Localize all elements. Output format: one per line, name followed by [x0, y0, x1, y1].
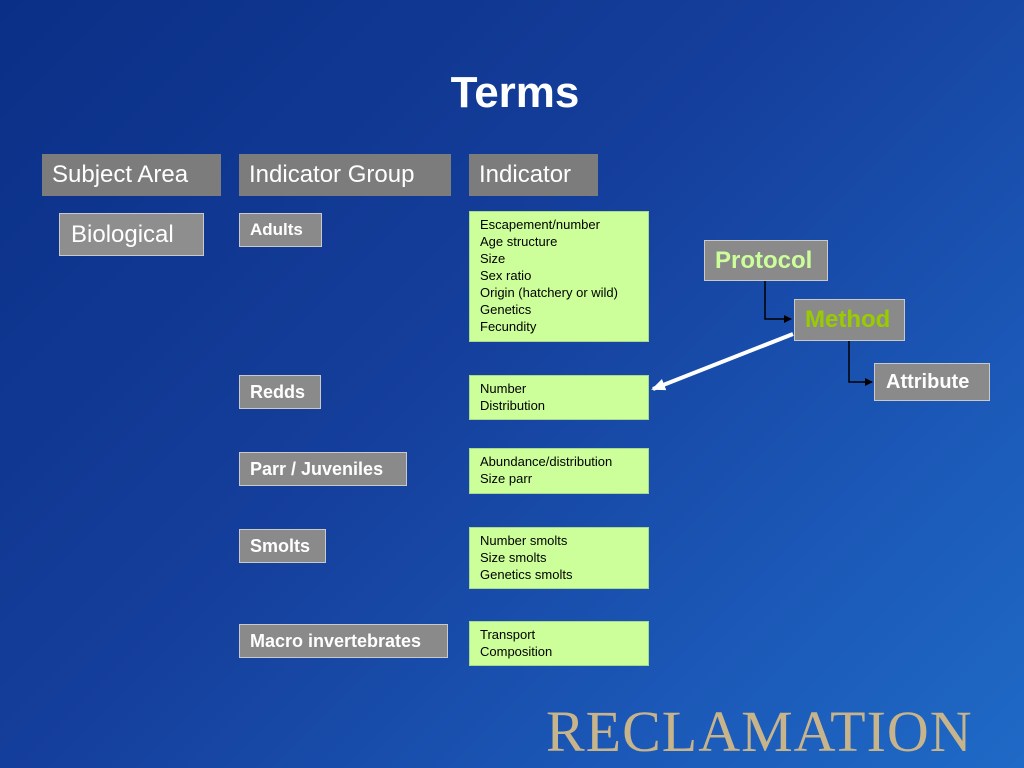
indicator-group-header: Indicator Group: [239, 154, 451, 196]
group-parr-juveniles: Parr / Juveniles: [239, 452, 407, 486]
indicator-item: Number: [480, 381, 527, 396]
group-macro-invertebrates: Macro invertebrates: [239, 624, 448, 658]
indicator-item: Fecundity: [480, 319, 537, 334]
indicator-item: Genetics: [480, 302, 532, 317]
indicators-redds: Number Distribution: [469, 375, 649, 420]
method-to-attribute-connector: [848, 341, 873, 386]
subject-biological: Biological: [59, 213, 204, 256]
indicator-item: Abundance/distribution: [480, 454, 613, 469]
indicator-item: Origin (hatchery or wild): [480, 285, 618, 300]
subject-area-header: Subject Area: [42, 154, 221, 196]
attribute-box: Attribute: [874, 363, 990, 401]
indicator-item: Sex ratio: [480, 268, 532, 283]
indicator-item: Escapement/number: [480, 217, 600, 232]
indicator-item: Age structure: [480, 234, 558, 249]
protocol-to-method-connector: [764, 281, 792, 323]
indicator-item: Number smolts: [480, 533, 568, 548]
indicator-item: Transport: [480, 627, 536, 642]
indicator-header: Indicator: [469, 154, 598, 196]
indicator-item: Size parr: [480, 471, 533, 486]
group-smolts: Smolts: [239, 529, 326, 563]
protocol-box: Protocol: [704, 240, 828, 281]
indicators-adults: Escapement/number Age structure Size Sex…: [469, 211, 649, 342]
indicators-smolts: Number smolts Size smolts Genetics smolt…: [469, 527, 649, 589]
indicator-item: Distribution: [480, 398, 546, 413]
group-adults: Adults: [239, 213, 322, 247]
indicator-item: Genetics smolts: [480, 567, 573, 582]
reclamation-logo: RECLAMATION: [546, 699, 973, 764]
group-redds: Redds: [239, 375, 321, 409]
indicators-parr: Abundance/distribution Size parr: [469, 448, 649, 494]
page-title: Terms: [450, 68, 580, 117]
indicator-item: Size smolts: [480, 550, 547, 565]
method-box: Method: [794, 299, 905, 341]
method-to-indicator-arrow: [651, 332, 794, 391]
indicator-item: Composition: [480, 644, 553, 659]
indicators-macro: Transport Composition: [469, 621, 649, 666]
indicator-item: Size: [480, 251, 506, 266]
